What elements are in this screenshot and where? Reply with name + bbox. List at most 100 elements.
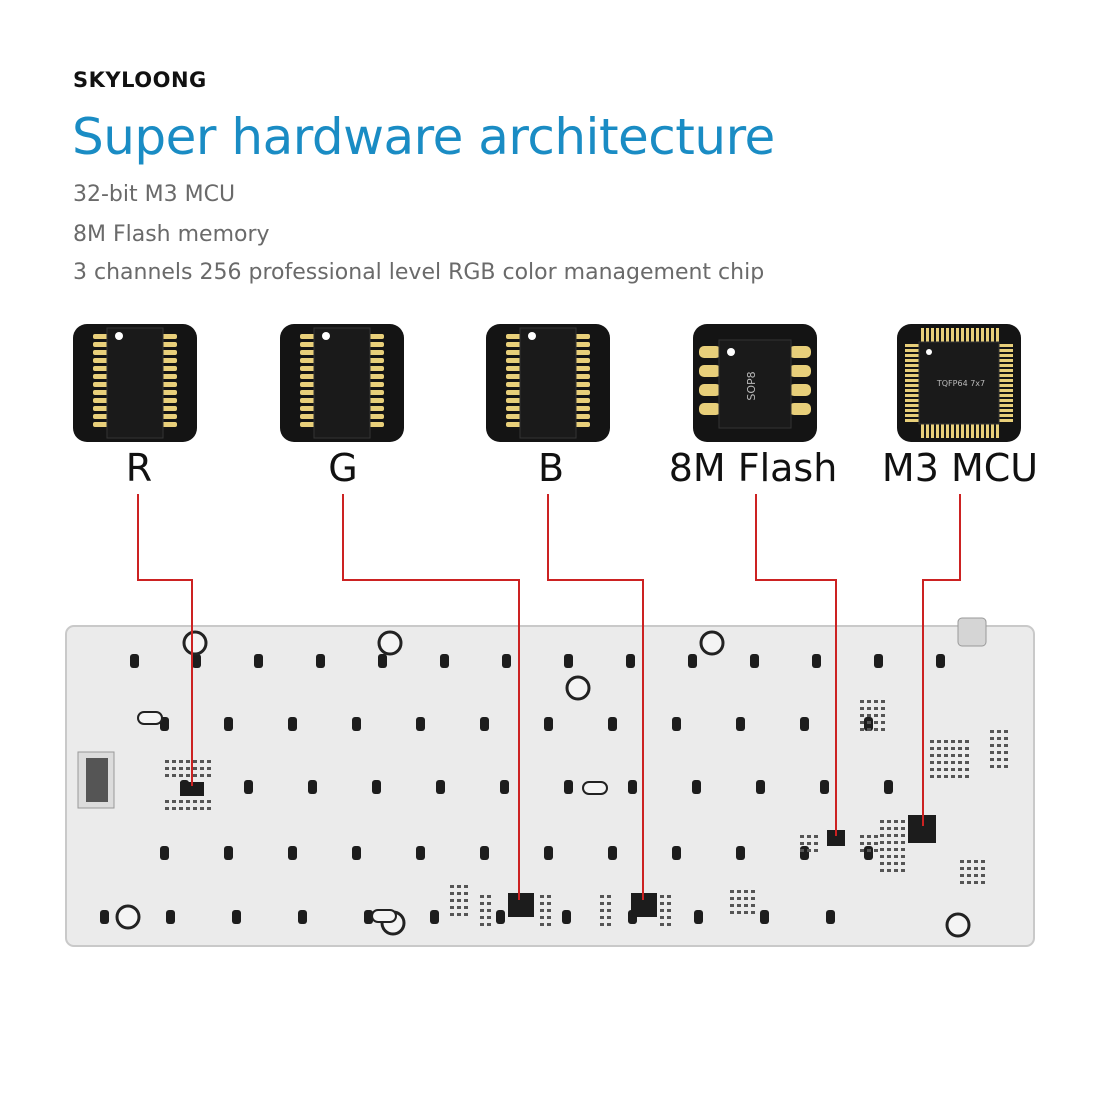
switch-hole [736,846,745,860]
chip-mcu-image: TQFP64 7x7 [897,324,1021,442]
chip-pin [368,422,384,427]
chip-pin [905,394,921,397]
chip-pin [931,422,934,438]
smd-component [887,869,891,872]
chip-pin [368,366,384,371]
smd-component [207,774,211,777]
chip-pin [300,334,316,339]
smd-component [487,916,491,919]
smd-component [667,916,671,919]
smd-component [965,761,969,764]
feature-rgb: 3 channels 256 professional level RGB co… [73,260,765,285]
switch-hole [756,780,765,794]
chip-pin [300,358,316,363]
connector-lines [137,494,961,900]
chip-pin [574,382,590,387]
chip-pin [300,406,316,411]
chip-pin [905,419,921,422]
smd-component [958,775,962,778]
switch-hole [232,910,241,924]
chip-pin [93,406,109,411]
chip-body [106,327,164,439]
smd-component [540,923,544,926]
sop8-chip-icon: SOP8 [699,339,811,429]
smd-component [881,721,885,724]
smd-component [958,747,962,750]
switch-hole [936,654,945,668]
chip-pin [574,334,590,339]
smd-component [600,923,604,926]
chip-pin [699,384,721,396]
smd-component [193,760,197,763]
chip-pin [956,328,959,344]
smd-component [814,842,818,845]
smd-component [744,890,748,893]
label-flash: 8M Flash [668,446,838,490]
chip-pin [574,374,590,379]
smd-component [165,774,169,777]
smd-component [944,768,948,771]
smd-component [880,848,884,851]
chip-pin [300,366,316,371]
chip-pin [699,403,721,415]
smd-component [937,747,941,750]
switch-hole [874,654,883,668]
smd-component [607,909,611,912]
chip-pin [921,422,924,438]
smd-component [930,768,934,771]
smd-component [867,714,871,717]
smd-component [901,827,905,830]
smd-component [880,869,884,872]
smd-component [997,737,1001,740]
switch-hole [480,846,489,860]
smd-component [660,909,664,912]
connector-line-g [342,494,520,900]
chip-pin [574,350,590,355]
smd-component [186,767,190,770]
smd-component [600,909,604,912]
smd-component [1004,758,1008,761]
chip-pin [997,344,1013,347]
switch-holes [100,654,945,924]
switch-hole [160,846,169,860]
switch-hole [166,910,175,924]
chip-pin [966,328,969,344]
smd-component [207,800,211,803]
chip-pin [574,358,590,363]
mount-hole [115,904,141,930]
usb-port-icon [957,617,987,647]
smd-component [450,906,454,909]
smd-component [860,728,864,731]
smd-component [1004,744,1008,747]
smd-component [457,885,461,888]
switch-hole [224,846,233,860]
chip-pin [997,409,1013,412]
chip-pin [300,390,316,395]
smd-component [464,892,468,895]
smd-component [981,881,985,884]
chip-pin [574,398,590,403]
smd-component [172,774,176,777]
smd-component [667,923,671,926]
smd-component [737,904,741,907]
smd-component [540,895,544,898]
chip-pin [506,382,522,387]
chip-pin [986,328,989,344]
smd-component [930,740,934,743]
chip-pin [997,359,1013,362]
chip-pin [941,422,944,438]
smd-component [901,869,905,872]
chip-package-label: SOP8 [745,371,758,400]
chip-pin [93,398,109,403]
smd-component [951,775,955,778]
chip-pin [574,422,590,427]
switch-hole [820,780,829,794]
chip-pin [506,398,522,403]
switch-hole [364,910,373,924]
smd-component [894,855,898,858]
switch-hole [688,654,697,668]
chip-pin [368,406,384,411]
chip-pin [506,422,522,427]
chip-pin [506,414,522,419]
